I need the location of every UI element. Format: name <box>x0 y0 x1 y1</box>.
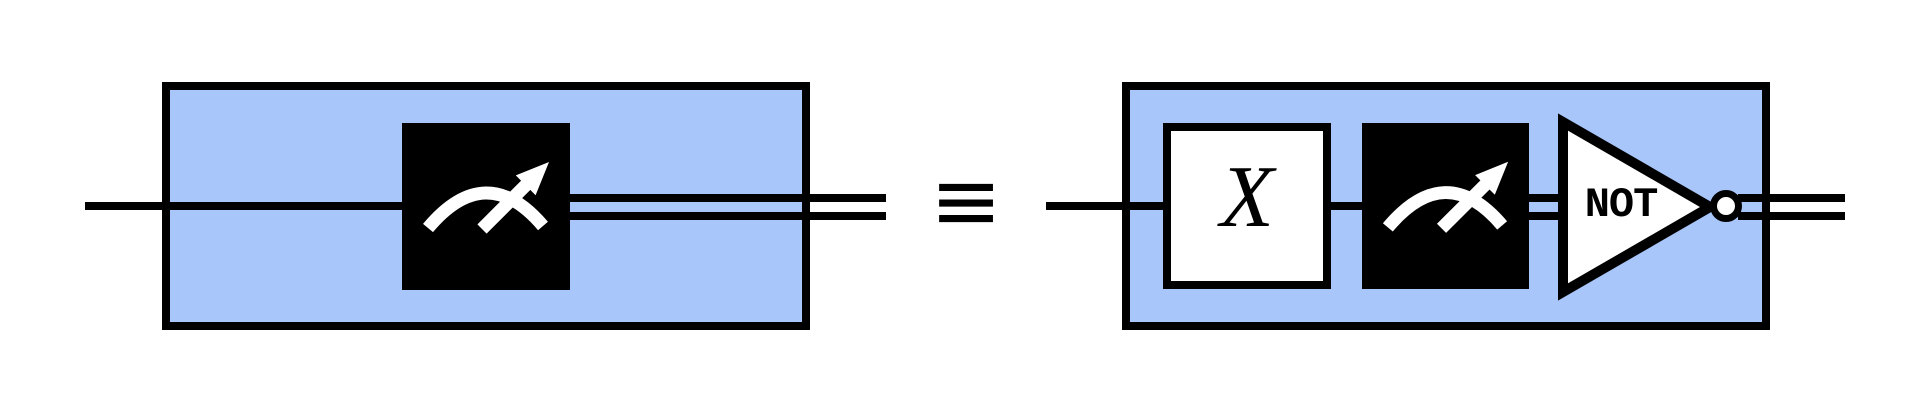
equivalence-symbol: ≡ <box>929 151 1003 251</box>
x-gate: X <box>1163 123 1331 289</box>
left-quantum-wire-in <box>85 202 410 210</box>
not-triangle-bubble-icon <box>1558 113 1742 301</box>
right-classical-wire-meter-to-not-bottom <box>1524 212 1569 220</box>
right-quantum-wire-x-to-meter <box>1327 202 1367 210</box>
meter-icon <box>1382 161 1509 233</box>
meter-icon <box>423 162 549 234</box>
x-gate-label: X <box>1220 149 1274 246</box>
not-gate-label: NOT <box>1584 181 1659 229</box>
right-measurement-gate <box>1362 123 1529 289</box>
right-classical-wire-meter-to-not-top <box>1524 194 1569 202</box>
right-classical-wire-out-top <box>1738 194 1845 202</box>
left-classical-wire-out-top <box>566 194 886 202</box>
right-classical-wire-out-bottom <box>1738 212 1845 220</box>
right-quantum-wire-in <box>1046 202 1170 210</box>
left-measurement-gate <box>402 123 570 290</box>
left-classical-wire-out-bottom <box>566 212 886 220</box>
